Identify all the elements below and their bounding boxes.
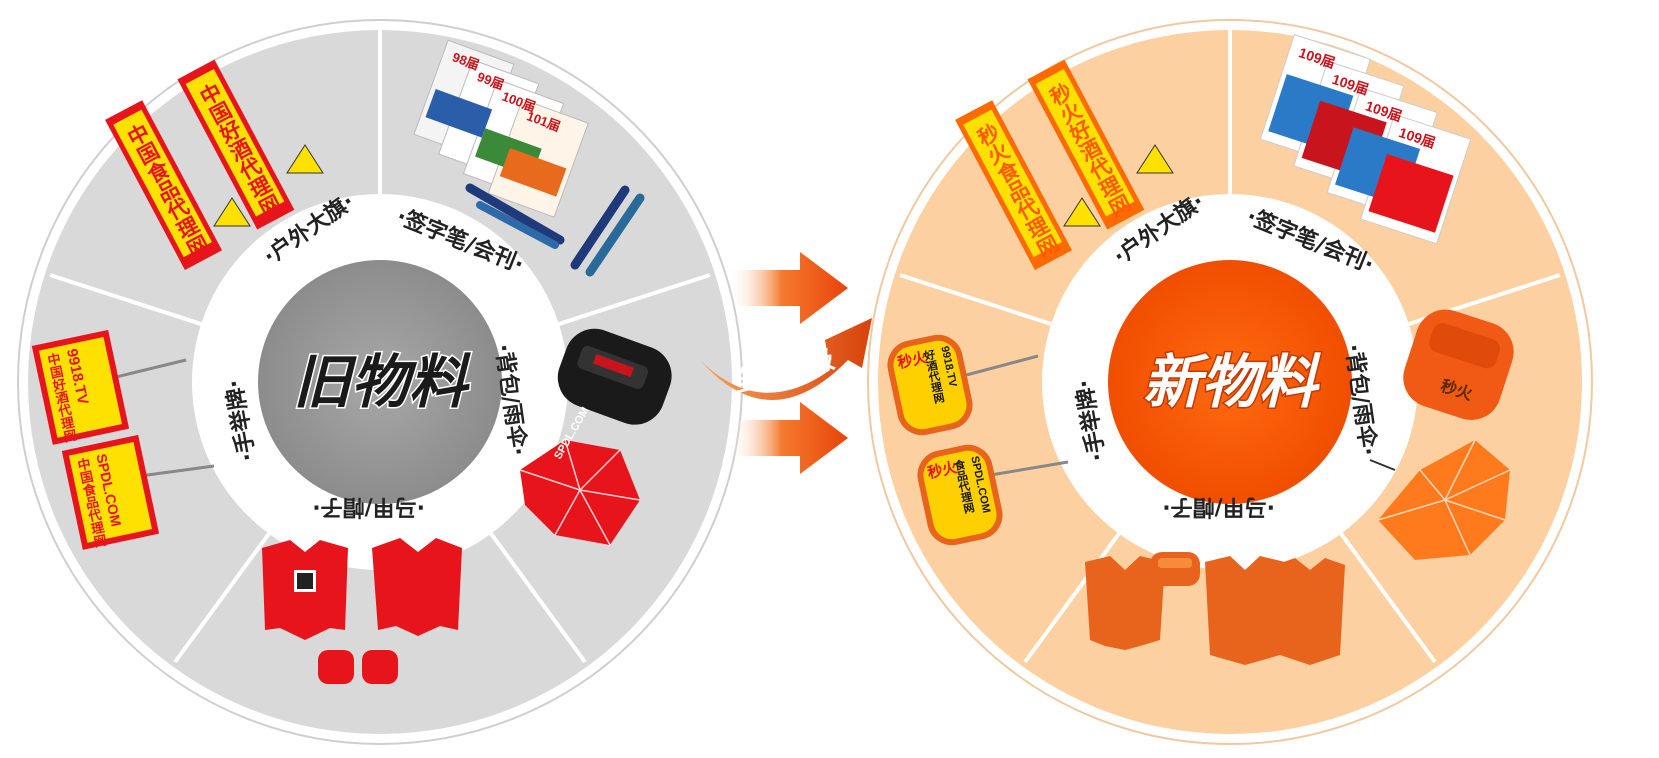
old-label-apron-hat: ·马甲/帽子· <box>312 494 425 519</box>
new-label-apron-hat: ·马甲/帽子· <box>1162 494 1275 519</box>
upgrade-arrow-bottom <box>728 402 848 474</box>
old-hand-signs-image: 中国好酒代理网 9918.TV 中国食品代理网 SPDL.COM <box>31 329 215 550</box>
upgrade-arrow-top <box>728 252 848 324</box>
upgrade-label: 全新升级 <box>728 344 837 399</box>
new-materials-wheel: ·户外大旗· ·签字笔/会刊· ·背包/雨伞· ·马甲/帽子· ·手举牌· 新物… <box>867 19 1593 745</box>
old-materials-wheel: ·户外大旗· ·签字笔/会刊· ·背包/雨伞· ·马甲/帽子· ·手举牌· 旧物… <box>17 19 743 745</box>
new-center-title: 新物料 <box>1143 348 1321 416</box>
old-magazines-pens-image: 98届 99届 100届 101届 <box>413 39 645 277</box>
new-vest-hat-image <box>1085 552 1345 665</box>
old-center-title: 旧物料 <box>293 348 471 416</box>
new-magazines-image: 109届 109届 109届 109届 <box>1259 33 1472 245</box>
upgrade-arrows: 全新升级 <box>700 252 872 474</box>
old-backpack-umbrella-image: SPDL.COM <box>519 328 672 546</box>
new-hand-signs-image: 秒火 好酒代理网 9918.TV 秒火 食品代理网 SPDL.COM <box>887 334 1069 546</box>
old-center-circle <box>258 260 502 504</box>
new-center-circle <box>1108 260 1352 504</box>
upgrade-swoosh <box>700 318 872 400</box>
old-vest-hat-image <box>262 538 462 684</box>
new-backpack-umbrella-image: 秒火 <box>1369 309 1514 560</box>
